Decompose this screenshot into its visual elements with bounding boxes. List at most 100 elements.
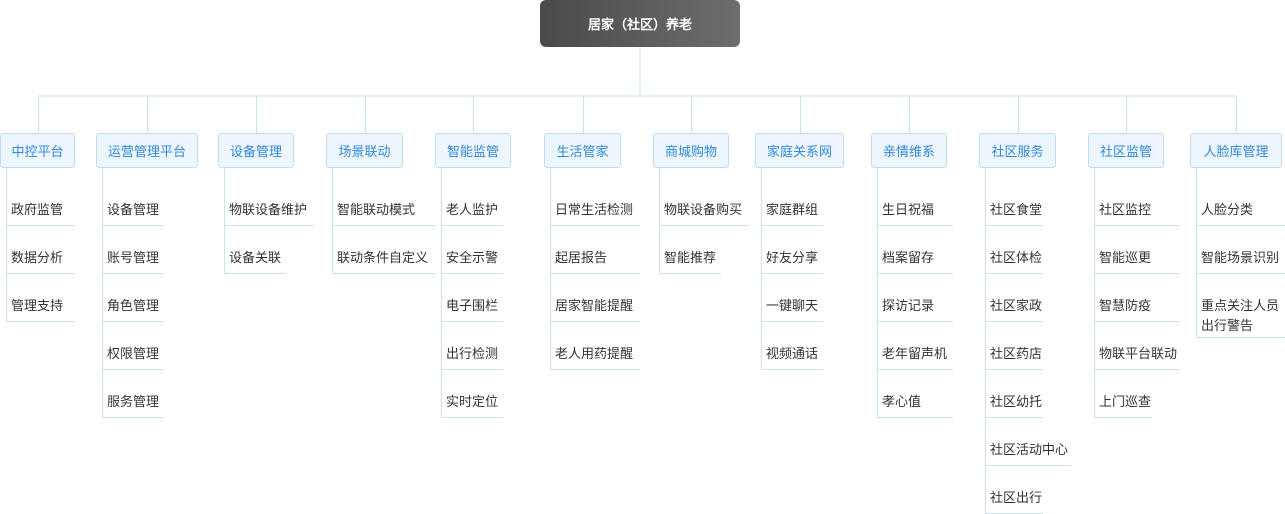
leaf-underline — [761, 273, 823, 274]
branch-node[interactable]: 场景联动 — [326, 133, 403, 168]
leaf-item[interactable]: 好友分享 — [766, 251, 819, 266]
leaf-underline — [1094, 417, 1152, 418]
leaf-underline — [877, 225, 953, 226]
leaf-item[interactable]: 设备关联 — [229, 251, 282, 266]
branch-node[interactable]: 商城购物 — [653, 133, 729, 168]
leaf-underline — [224, 225, 314, 226]
leaf-underline — [985, 369, 1043, 370]
leaf-item[interactable]: 权限管理 — [107, 347, 160, 362]
leaf-item[interactable]: 生日祝福 — [882, 203, 935, 218]
leaf-item[interactable]: 上门巡查 — [1099, 395, 1152, 410]
branch-node[interactable]: 设备管理 — [218, 133, 294, 168]
leaf-item[interactable]: 物联设备购买 — [664, 203, 743, 218]
leaf-underline — [985, 321, 1043, 322]
leaf-underline — [102, 369, 164, 370]
leaf-underline — [877, 321, 953, 322]
leaf-item[interactable]: 数据分析 — [11, 251, 64, 266]
leaf-underline — [332, 225, 436, 226]
leaf-item[interactable]: 人脸分类 — [1201, 203, 1254, 218]
leaf-underline — [877, 417, 953, 418]
leaf-item[interactable]: 社区出行 — [990, 491, 1043, 506]
branch-node[interactable]: 人脸库管理 — [1190, 133, 1282, 168]
leaf-underline — [441, 321, 503, 322]
leaf-underline — [550, 369, 640, 370]
leaf-item[interactable]: 设备管理 — [107, 203, 160, 218]
leaf-underline — [659, 273, 721, 274]
leaf-item[interactable]: 社区食堂 — [990, 203, 1043, 218]
leaf-underline — [877, 369, 953, 370]
leaf-item[interactable]: 物联平台联动 — [1099, 347, 1178, 362]
leaf-item[interactable]: 社区药店 — [990, 347, 1043, 362]
leaf-item[interactable]: 居家智能提醒 — [555, 299, 634, 314]
leaf-item[interactable]: 社区幼托 — [990, 395, 1043, 410]
branch-node[interactable]: 亲情维系 — [871, 133, 947, 168]
leaf-item[interactable]: 孝心值 — [882, 395, 922, 410]
leaf-underline — [550, 273, 640, 274]
leaf-item[interactable]: 智能场景识别 — [1201, 251, 1280, 266]
leaf-item[interactable]: 物联设备维护 — [229, 203, 308, 218]
leaf-item[interactable]: 智能联动模式 — [337, 203, 416, 218]
leaf-item[interactable]: 老年留声机 — [882, 347, 948, 362]
leaf-underline — [332, 273, 436, 274]
leaf-item[interactable]: 服务管理 — [107, 395, 160, 410]
leaf-item[interactable]: 社区监控 — [1099, 203, 1152, 218]
leaf-item[interactable]: 家庭群组 — [766, 203, 819, 218]
leaf-underline — [1094, 321, 1180, 322]
leaf-item[interactable]: 智能推荐 — [664, 251, 717, 266]
leaf-item[interactable]: 角色管理 — [107, 299, 160, 314]
leaf-underline — [441, 273, 503, 274]
leaf-item[interactable]: 老人监护 — [446, 203, 499, 218]
leaf-item[interactable]: 政府监管 — [11, 203, 64, 218]
leaf-underline — [6, 273, 75, 274]
leaf-item[interactable]: 社区家政 — [990, 299, 1043, 314]
leaf-item[interactable]: 社区活动中心 — [990, 443, 1069, 458]
leaf-item[interactable]: 日常生活检测 — [555, 203, 634, 218]
branch-node[interactable]: 社区监管 — [1088, 133, 1164, 168]
leaf-item[interactable]: 档案留存 — [882, 251, 935, 266]
leaf-item[interactable]: 电子围栏 — [446, 299, 499, 314]
leaf-item[interactable]: 出行检测 — [446, 347, 499, 362]
leaf-underline — [1196, 337, 1285, 338]
root-node[interactable]: 居家（社区）养老 — [540, 0, 740, 47]
leaf-underline — [985, 417, 1043, 418]
branch-node[interactable]: 社区服务 — [979, 133, 1056, 168]
leaf-item[interactable]: 探访记录 — [882, 299, 935, 314]
leaf-underline — [102, 225, 164, 226]
branch-node[interactable]: 家庭关系网 — [755, 133, 844, 168]
leaf-underline — [550, 225, 640, 226]
branch-node[interactable]: 中控平台 — [0, 133, 75, 168]
leaf-underline — [761, 321, 823, 322]
leaf-item[interactable]: 实时定位 — [446, 395, 499, 410]
leaf-underline — [6, 225, 75, 226]
leaf-item[interactable]: 安全示警 — [446, 251, 499, 266]
leaf-item[interactable]: 账号管理 — [107, 251, 160, 266]
leaf-underline — [441, 417, 503, 418]
branch-node[interactable]: 智能监管 — [435, 133, 511, 168]
leaf-underline — [985, 465, 1071, 466]
branch-node[interactable]: 生活管家 — [544, 133, 621, 168]
leaf-underline — [441, 225, 503, 226]
branch-node[interactable]: 运营管理平台 — [96, 133, 198, 168]
leaf-item[interactable]: 联动条件自定义 — [337, 251, 429, 266]
leaf-underline — [761, 369, 823, 370]
leaf-underline — [659, 225, 749, 226]
leaf-underline — [102, 321, 164, 322]
leaf-item[interactable]: 老人用药提醒 — [555, 347, 634, 362]
leaf-underline — [1094, 369, 1180, 370]
leaf-item[interactable]: 智能巡更 — [1099, 251, 1152, 266]
leaf-item[interactable]: 管理支持 — [11, 299, 64, 314]
leaf-underline — [441, 369, 503, 370]
leaf-item[interactable]: 一键聊天 — [766, 299, 819, 314]
leaf-underline — [224, 273, 286, 274]
leaf-item[interactable]: 智慧防疫 — [1099, 299, 1152, 314]
leaf-item[interactable]: 社区体检 — [990, 251, 1043, 266]
leaf-underline — [877, 273, 953, 274]
leaf-item[interactable]: 起居报告 — [555, 251, 608, 266]
leaf-underline — [6, 321, 75, 322]
leaf-item[interactable]: 视频通话 — [766, 347, 819, 362]
leaf-underline — [1196, 273, 1285, 274]
leaf-item[interactable]: 重点关注人员出行警告 — [1201, 299, 1280, 334]
leaf-underline — [985, 273, 1043, 274]
leaf-underline — [985, 225, 1043, 226]
